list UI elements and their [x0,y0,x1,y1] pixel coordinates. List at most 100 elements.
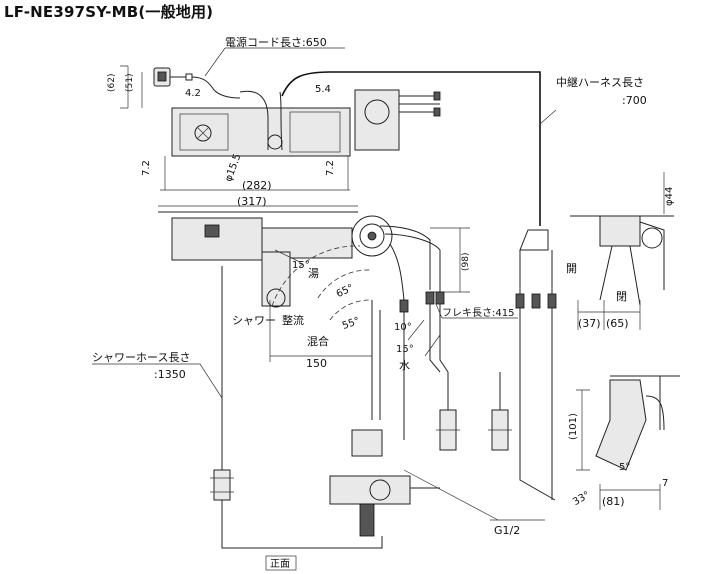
spout-end [267,134,283,150]
g-thread-label: G1/2 [494,524,520,537]
angle-15-top: 15° [292,260,310,271]
front-tag-box [265,555,297,571]
top-view: (62) (51) 4.2 5.4 7.2 7.2 φ15.5 (282) (3… [107,35,541,226]
shower-hose-leader [92,363,223,399]
dim-81: (81) [602,495,625,508]
dim-101: (101) [568,413,579,440]
handle-body-side [599,215,641,247]
flex-connector-1 [425,291,435,305]
dim-51: (51) [125,74,135,92]
dim-72-left-line [160,156,172,191]
dim-5-4: 5.4 [315,84,331,95]
mix-label: 混合 [307,334,329,348]
dim-4-2: 4.2 [185,88,201,99]
angle-33: 33° [571,490,592,508]
dim-150-line [269,300,373,362]
flex-pipe-3 [389,243,405,301]
shower-label: シャワー [232,314,276,327]
dim-phi-15-5: φ15.5 [223,152,243,183]
power-cord-leader [204,47,345,77]
dim-98: (98) [461,253,471,271]
dim-317: (317) [237,195,267,208]
shower-hose-label-1: シャワーホース長さ [92,351,190,364]
dim-37: (37) [578,317,601,330]
side-view-spout: (101) 5° 7 33° (81) [568,375,680,510]
harness-cable [281,71,541,226]
harness-label-2: :700 [622,94,647,107]
valve-knob [364,99,390,125]
arc-hot-leader [274,249,301,263]
dim-65: (65) [606,317,629,330]
valve-body-bottom [351,429,383,457]
harness-connector-1 [515,293,525,309]
harness-down [519,250,556,501]
spout-curve [645,395,665,431]
drawing-title: LF-NE397SY-MB(一般地用) [4,3,214,21]
handle-knob [641,227,663,249]
valve-wheel-hub [367,231,377,241]
plug-socket [157,71,167,82]
adjust-label: 整流 [282,313,304,327]
valve-block-top [354,89,400,151]
mixing-valve-port [369,479,391,501]
pipe-cap-1 [433,91,441,101]
plug-cord-end [170,73,193,81]
shower-hose-label-2: :1350 [154,368,186,381]
flex-pipe-2 [384,233,441,292]
body-top-view [171,107,351,157]
open-label: 開 [566,262,577,275]
side-view-handle: φ44 開 閉 (37) (65) [566,172,675,330]
body-front-view [171,217,263,261]
harness-connector-3 [547,293,557,309]
dim-62: (62) [107,74,117,92]
shower-nozzle [266,288,286,308]
harness-label-1: 中継ハーネス長さ [556,75,644,89]
mount-hole [194,124,212,142]
dim-150: 150 [306,357,327,370]
body-panel-left [179,113,229,151]
dim-62-line [120,65,129,109]
hose-weight-marks [210,477,234,493]
flex-length-label: フレキ長さ:415 [442,307,514,319]
mount-hole-cross [196,126,210,140]
arc-hot [271,245,361,307]
supply-pipes [371,300,449,440]
dim-101-line [576,389,590,471]
dim-81-line [599,484,661,510]
front-button [204,224,220,238]
dim-282: (282) [242,179,272,192]
pipe-cap-2 [433,107,441,117]
harness-junction [519,229,549,251]
angle-5: 5° [619,462,630,473]
angle-10: 10° [394,322,412,333]
shower-hose [221,266,383,549]
g-thread-leader [403,469,499,521]
angle-55: 55° [341,316,361,332]
flex-connector-2 [435,291,445,305]
shower-head [261,251,291,307]
outlet-pipes-top [399,95,440,113]
angle-15-bottom: 15° [396,344,414,355]
body-panel-right [289,111,341,153]
harness-leader [539,109,557,125]
power-cord [191,76,241,99]
hose-weight [213,469,231,501]
dim-7-2-left: 7.2 [141,160,152,176]
spout-side [595,379,647,471]
arc-55 [329,299,373,321]
front-label: 正面 [270,559,290,570]
hot-label: 湯 [308,267,319,280]
handle-lever-lines [599,221,665,306]
flex-connector-3 [399,299,409,313]
flex-pipe-1 [379,225,431,290]
angle-65: 65° [335,283,356,300]
dim-phi-44: φ44 [664,187,675,206]
harness-connector-2 [531,293,541,309]
flex-length-leader [435,303,518,319]
arc-65 [317,269,373,299]
outlet-nipple [359,503,375,537]
dim-7: 7 [662,478,668,489]
supply-assembly: G1/2 シャワーホース長さ :1350 中継ハーネス長さ :700 正面 [92,75,647,571]
closed-label: 閉 [616,290,627,303]
